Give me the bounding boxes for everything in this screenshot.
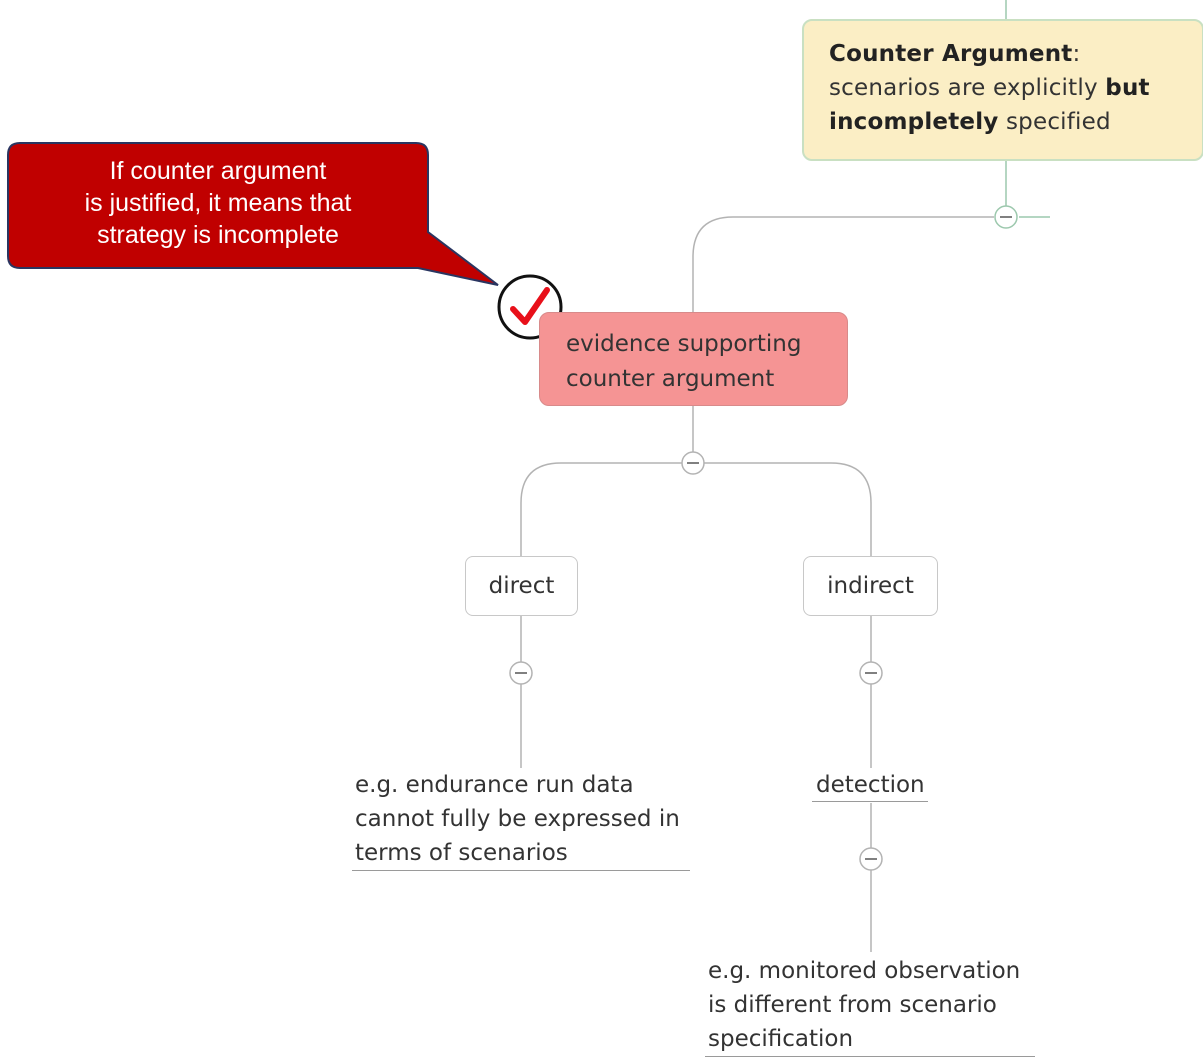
direct-example-line3: terms of scenarios xyxy=(355,840,568,866)
indirect-example-node[interactable]: e.g. monitored observation is different … xyxy=(705,954,1035,1057)
indirect-label: indirect xyxy=(827,573,914,599)
direct-node[interactable]: direct xyxy=(465,556,578,616)
direct-example-line2: cannot fully be expressed in xyxy=(355,806,680,832)
direct-example-line1: e.g. endurance run data xyxy=(355,772,634,798)
indirect-example-line2: is different from scenario xyxy=(708,992,997,1018)
callout-line1: If counter argument xyxy=(109,157,327,185)
counter-argument-line1: Counter Argument: xyxy=(829,37,1202,71)
indirect-example-line1: e.g. monitored observation xyxy=(708,958,1021,984)
counter-bold-incompletely: incompletely xyxy=(829,109,999,135)
callout-line2: is justified, it means that xyxy=(84,189,352,217)
counter-bold-but: but xyxy=(1105,75,1150,101)
direct-example-node[interactable]: e.g. endurance run data cannot fully be … xyxy=(352,768,690,871)
collapse-button-counter[interactable] xyxy=(994,205,1018,229)
indirect-node[interactable]: indirect xyxy=(803,556,938,616)
heading-colon: : xyxy=(1072,41,1081,67)
callout-line3: strategy is incomplete xyxy=(97,221,339,249)
counter-argument-node[interactable]: Counter Argument: scenarios are explicit… xyxy=(802,19,1203,161)
collapse-button-detection[interactable] xyxy=(859,847,883,871)
counter-text-part1: scenarios are explicitly xyxy=(829,75,1106,101)
counter-argument-heading: Counter Argument xyxy=(829,41,1073,67)
counter-argument-line2: scenarios are explicitly but xyxy=(829,71,1202,105)
collapse-button-evidence[interactable] xyxy=(681,451,705,475)
counter-text-part2: specified xyxy=(998,109,1111,135)
counter-connectors xyxy=(1005,0,1050,218)
callout-text: If counter argument is justified, it mea… xyxy=(8,145,428,269)
direct-label: direct xyxy=(488,573,555,599)
indirect-example-line3: specification xyxy=(708,1026,854,1052)
tree-connectors xyxy=(520,216,994,952)
evidence-node[interactable]: evidence supporting counter argument xyxy=(539,312,848,406)
counter-argument-line3: incompletely specified xyxy=(829,105,1202,139)
detection-label: detection xyxy=(816,772,925,798)
evidence-line2: counter argument xyxy=(566,366,775,392)
callout-bubble xyxy=(7,142,499,286)
collapse-button-direct[interactable] xyxy=(509,661,533,685)
evidence-line1: evidence supporting xyxy=(566,331,802,357)
collapse-button-indirect[interactable] xyxy=(859,661,883,685)
detection-node[interactable]: detection xyxy=(812,768,928,802)
